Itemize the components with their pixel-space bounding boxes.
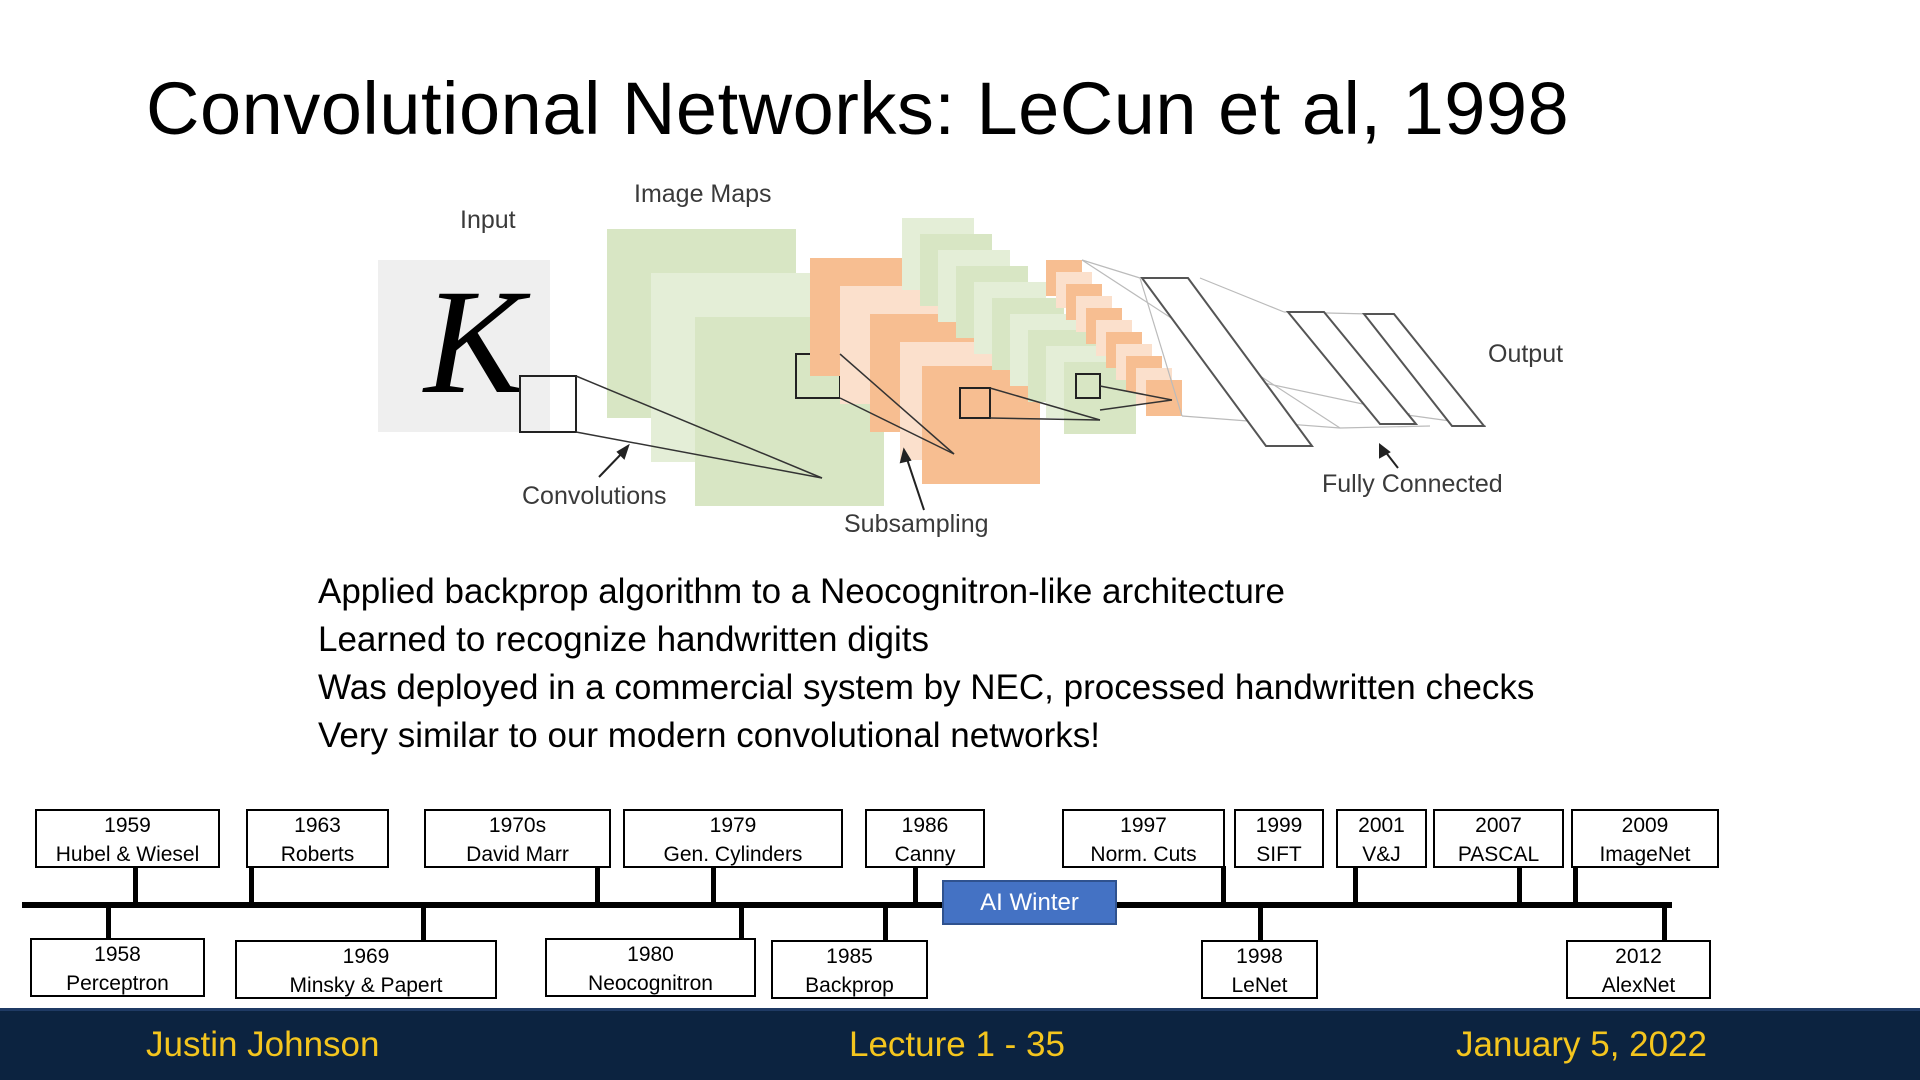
- event-name: Norm. Cuts: [1090, 843, 1197, 866]
- event-year: 1986: [901, 814, 949, 837]
- event-name: Minsky & Papert: [289, 974, 443, 997]
- timeline-event: 1986 Canny: [865, 809, 985, 868]
- label-convolutions: Convolutions: [522, 482, 667, 510]
- timeline-event: 1999 SIFT: [1234, 809, 1324, 868]
- event-year: 1998: [1236, 945, 1283, 968]
- lenet-diagram-svg: K: [378, 180, 1563, 538]
- event-name: Roberts: [280, 843, 355, 866]
- timeline-axis: [22, 902, 1672, 908]
- input-glyph: K: [422, 259, 531, 425]
- slide-footer: Justin Johnson Lecture 1 - 35 January 5,…: [0, 1008, 1920, 1080]
- timeline-event: 2012 AlexNet: [1566, 940, 1711, 999]
- event-year: 1997: [1120, 814, 1167, 837]
- event-year: 1958: [94, 943, 141, 966]
- footer-lecture: Lecture 1 - 35: [849, 1025, 1065, 1064]
- fc-layer-2: [1285, 311, 1419, 425]
- label-fully-connected: Fully Connected: [1322, 470, 1503, 498]
- timeline-event: 1997 Norm. Cuts: [1062, 809, 1225, 868]
- event-year: 1979: [709, 814, 757, 837]
- timeline-event: 1998 LeNet: [1201, 940, 1318, 999]
- event-year: 2012: [1615, 945, 1662, 968]
- event-name: SIFT: [1256, 843, 1302, 866]
- timeline-event: 1985 Backprop: [771, 940, 928, 999]
- event-name: David Marr: [466, 843, 569, 866]
- timeline-event: 1963 Roberts: [246, 809, 389, 868]
- footer-date: January 5, 2022: [1456, 1025, 1708, 1064]
- bullet-item: Learned to recognize handwritten digits: [318, 620, 929, 659]
- event-name: Perceptron: [66, 972, 169, 995]
- event-name: LeNet: [1231, 974, 1288, 997]
- event-year: 1959: [104, 814, 151, 837]
- bullet-item: Very similar to our modern convolutional…: [318, 716, 1101, 755]
- slide-title: Convolutional Networks: LeCun et al, 199…: [146, 67, 1570, 150]
- timeline-event: 1959 Hubel & Wiesel: [35, 809, 220, 868]
- timeline-event: 2001 V&J: [1336, 809, 1427, 868]
- fc-layer-1: [1140, 277, 1314, 447]
- event-year: 1985: [826, 945, 873, 968]
- timeline: AI Winter 1959 Hubel & Wiesel 1963 Rober…: [0, 800, 1920, 1010]
- label-output: Output: [1488, 340, 1563, 368]
- event-name: V&J: [1362, 843, 1401, 866]
- event-name: Gen. Cylinders: [663, 843, 803, 866]
- event-year: 1980: [627, 943, 674, 966]
- event-name: ImageNet: [1599, 843, 1691, 866]
- input-receptive-field: [519, 375, 577, 433]
- input-image: [378, 260, 550, 432]
- event-year: 1963: [294, 814, 341, 837]
- timeline-event: 1958 Perceptron: [30, 938, 205, 997]
- event-year: 1969: [342, 945, 390, 968]
- lenet-architecture-diagram: K: [360, 170, 1600, 550]
- event-name: Neocognitron: [588, 972, 713, 995]
- ai-winter-badge: AI Winter: [942, 880, 1117, 925]
- timeline-event: 1979 Gen. Cylinders: [623, 809, 843, 868]
- bullet-list: Applied backprop algorithm to a Neocogni…: [318, 568, 1534, 760]
- timeline-event: 1970s David Marr: [424, 809, 611, 868]
- timeline-event: 1980 Neocognitron: [545, 938, 756, 997]
- event-year: 2001: [1358, 814, 1405, 837]
- event-year: 1970s: [488, 814, 547, 837]
- event-name: Canny: [894, 843, 956, 866]
- label-subsampling: Subsampling: [844, 510, 989, 538]
- timeline-event: 2007 PASCAL: [1433, 809, 1564, 868]
- event-year: 1999: [1255, 814, 1303, 837]
- label-input: Input: [460, 206, 516, 234]
- event-name: Hubel & Wiesel: [55, 843, 200, 866]
- event-name: Backprop: [805, 974, 894, 997]
- event-name: PASCAL: [1457, 843, 1540, 866]
- event-name: AlexNet: [1601, 974, 1676, 997]
- fc-layer-3: [1361, 313, 1487, 427]
- timeline-event: 2009 ImageNet: [1571, 809, 1719, 868]
- footer-author: Justin Johnson: [146, 1025, 380, 1064]
- event-year: 2009: [1621, 814, 1669, 837]
- label-image-maps: Image Maps: [634, 180, 772, 208]
- event-year: 2007: [1475, 814, 1522, 837]
- bullet-item: Was deployed in a commercial system by N…: [318, 668, 1535, 707]
- bullet-item: Applied backprop algorithm to a Neocogni…: [318, 572, 1285, 611]
- timeline-event: 1969 Minsky & Papert: [235, 940, 497, 999]
